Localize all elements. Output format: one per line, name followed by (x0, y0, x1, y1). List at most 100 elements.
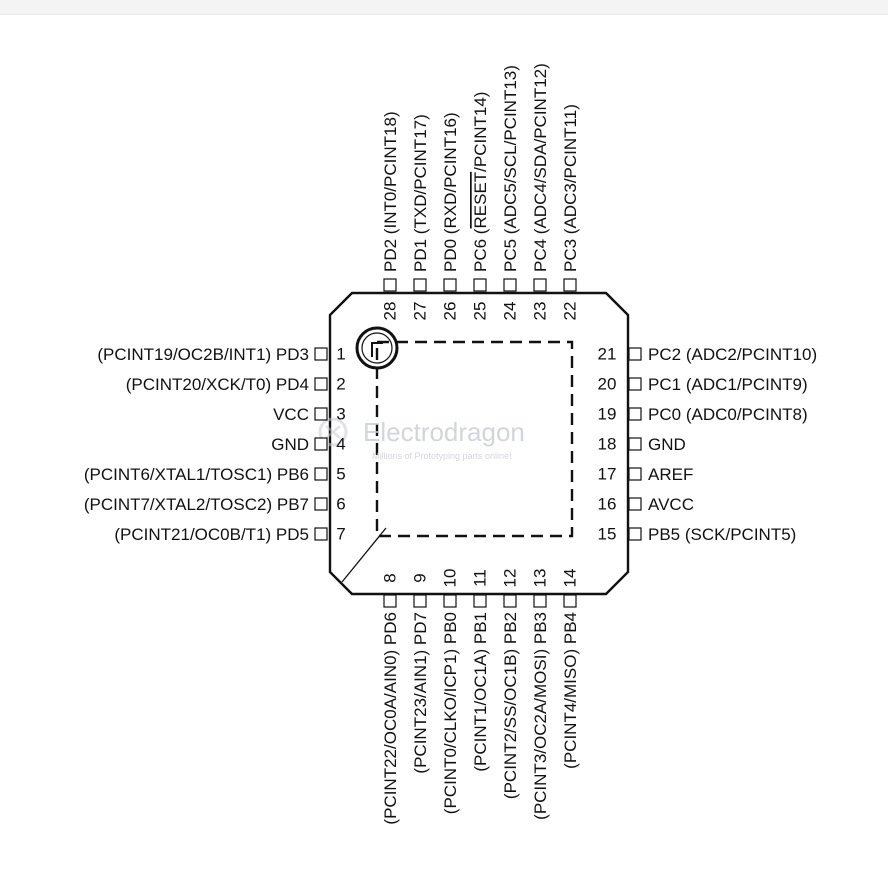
pin-name: PD1 (411, 239, 430, 272)
pin-label-pc2: PC2 (ADC2/PCINT10) (648, 345, 817, 364)
pin-name: PB7 (277, 495, 309, 514)
pin-pad (314, 527, 328, 541)
pin-pad (314, 437, 328, 451)
pin-function: (RXD/PCINT16) (441, 112, 460, 234)
pin-function: (ADC0/PCINT8) (686, 405, 808, 424)
pin-label-pd2: PD2 (INT0/PCINT18) (381, 111, 400, 272)
pin-function: (INT0/PCINT18) (381, 111, 400, 234)
pin-label-aref: AREF (648, 465, 693, 484)
pins-left: 1(PCINT19/OC2B/INT1) PD32(PCINT20/XCK/T0… (84, 345, 346, 545)
pin-number: 14 (561, 569, 580, 588)
pin-name: PC5 (501, 239, 520, 272)
pin-function: (ADC3/PCINT11) (561, 104, 580, 234)
pin-pad (383, 278, 397, 292)
pin-23: 23 PC4 (ADC4/SDA/PCINT12) (531, 63, 551, 320)
pin-function: (PCINT6/XTAL1/TOSC1) (84, 465, 272, 484)
pin-label-pb2: (PCINT2/SS/OC1B) PB2 (501, 612, 520, 799)
pins-bottom: 8(PCINT22/OC0A/AIN0) PD69(PCINT23/AIN1) … (381, 569, 581, 825)
pin-label-avcc: AVCC (648, 495, 694, 514)
pin-number: 18 (598, 435, 617, 454)
pin-function: (PCINT23/AIN1) (411, 650, 430, 774)
pin-function: (PCINT21/OC0B/T1) (114, 525, 271, 544)
pin-function: (RESET/PCINT14) (471, 92, 490, 235)
pin-label-pd0: PD0 (RXD/PCINT16) (441, 112, 460, 272)
pin-12: 12 (PCINT2/SS/OC1B) PB2 (501, 569, 521, 800)
pin-name: PB5 (648, 525, 680, 544)
pin-pad (443, 594, 457, 608)
top-bar (0, 0, 888, 15)
pin-14: 14 (PCINT4/MISO) PB4 (561, 569, 581, 769)
pin-pad (628, 407, 642, 421)
pin-function: (PCINT3/OC2A/MOSI) (531, 649, 550, 820)
pin-name: PD6 (381, 612, 400, 645)
pin-number: 16 (598, 495, 617, 514)
pin-pad (628, 347, 642, 361)
pin-name: PB3 (531, 612, 550, 644)
pin-name: PD5 (276, 525, 309, 544)
pin-function: (ADC2/PCINT10) (686, 345, 817, 364)
pin-13: 13(PCINT3/OC2A/MOSI) PB3 (531, 569, 551, 820)
pin-pad (628, 437, 642, 451)
pin-name: PD7 (411, 612, 430, 645)
pin-number: 12 (501, 569, 520, 588)
watermark: Electrodragon Millions of Prototyping pa… (318, 417, 525, 461)
pin-function: (PCINT19/OC2B/INT1) (97, 345, 271, 364)
watermark-brand: Electrodragon (363, 417, 525, 447)
pin-pad (503, 594, 517, 608)
pin-1: 1(PCINT19/OC2B/INT1) PD3 (97, 345, 345, 365)
pin-pad (533, 278, 547, 292)
pin-name: PC6 (471, 239, 490, 272)
pin-name: PD3 (276, 345, 309, 364)
pin-function: (PCINT4/MISO) (561, 649, 580, 769)
chip-outline (328, 291, 630, 596)
pin-10: 10(PCINT0/CLKO/ICP1) PB0 (441, 569, 461, 815)
pin-function: (PCINT1/OC1A) (471, 649, 490, 772)
pin-number: 9 (411, 573, 430, 582)
pin-number: 27 (411, 302, 430, 321)
pin-pad (314, 497, 328, 511)
pin-function: (SCK/PCINT5) (685, 525, 796, 544)
pin-pad (314, 407, 328, 421)
pin-number: 22 (561, 302, 580, 321)
pin-number: 28 (381, 302, 400, 321)
pin-pad (413, 278, 427, 292)
pin-function: (PCINT22/OC0A/AIN0) (381, 650, 400, 825)
pin-number: 11 (471, 569, 490, 587)
pin-number: 7 (336, 525, 345, 544)
pin-8: 8 (PCINT22/OC0A/AIN0) PD6 (381, 573, 401, 824)
pin-number: 20 (598, 375, 617, 394)
pin-label-pc0: PC0 (ADC0/PCINT8) (648, 405, 808, 424)
pin-5: 5(PCINT6/XTAL1/TOSC1) PB6 (84, 465, 346, 485)
pin-26: 26 PD0 (RXD/PCINT16) (441, 112, 461, 320)
pin-number: 23 (531, 302, 550, 321)
pin-name: PC3 (561, 239, 580, 272)
pin-name: GND (648, 435, 686, 454)
pin-label-pc4: PC4 (ADC4/SDA/PCINT12) (531, 63, 550, 272)
pin-16: 16 AVCC (598, 495, 694, 515)
pin-label-pb7: (PCINT7/XTAL2/TOSC2) PB7 (84, 495, 309, 514)
pin-number: 26 (441, 302, 460, 321)
pin-function: (PCINT2/SS/OC1B) (501, 649, 520, 799)
pin-name: PC0 (648, 405, 681, 424)
pin-label-pb1: (PCINT1/OC1A) PB1 (471, 612, 490, 772)
pin-number: 8 (381, 573, 400, 582)
pin-pad (473, 278, 487, 292)
pin-22: 22 PC3 (ADC3/PCINT11) (561, 104, 581, 320)
pin-6: 6(PCINT7/XTAL2/TOSC2) PB7 (84, 495, 346, 515)
pin-name: PB4 (561, 612, 580, 644)
pin-pad (443, 278, 457, 292)
pin-pad (314, 347, 328, 361)
pin-function: (TXD/PCINT17) (411, 114, 430, 234)
pin-name: GND (271, 435, 309, 454)
pin-27: 27 PD1 (TXD/PCINT17) (411, 114, 431, 320)
pin-number: 17 (598, 465, 617, 484)
pin-label-pb5: PB5 (SCK/PCINT5) (648, 525, 796, 544)
pin-label-pd5: (PCINT21/OC0B/T1) PD5 (114, 525, 309, 544)
pin-28: 28 PD2 (INT0/PCINT18) (381, 111, 401, 320)
